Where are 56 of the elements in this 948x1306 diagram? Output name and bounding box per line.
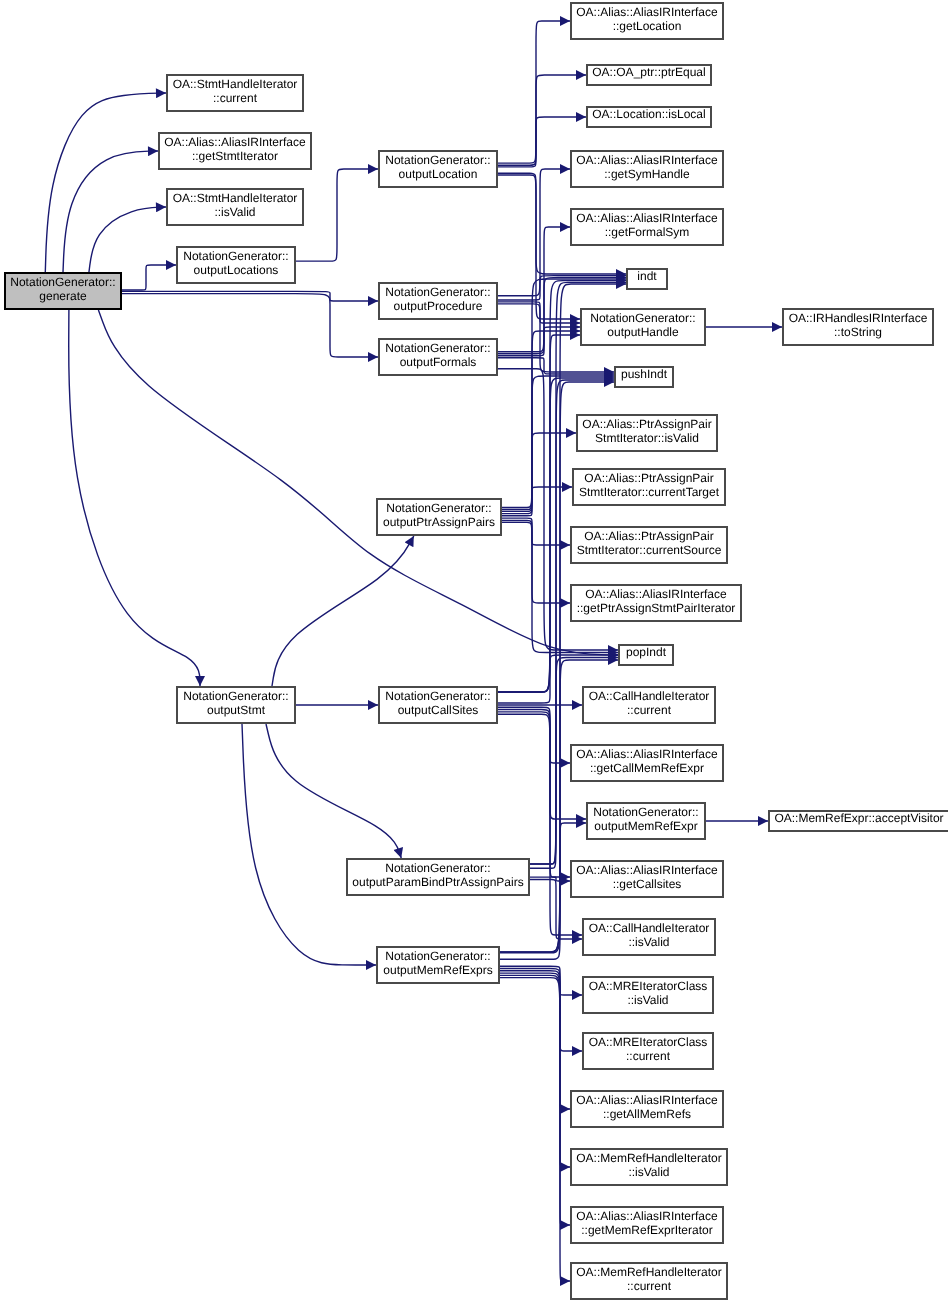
call-arrow	[499, 967, 583, 1056]
call-arrow	[497, 174, 581, 324]
call-arrow	[529, 876, 571, 886]
call-arrow	[501, 521, 619, 658]
call-arrow	[499, 818, 587, 961]
call-arrow	[497, 711, 571, 882]
call-arrow	[497, 708, 587, 824]
call-arrow	[501, 428, 577, 515]
call-arrow	[44, 88, 167, 273]
call-arrow	[241, 723, 377, 970]
call-arrow	[501, 517, 571, 550]
call-arrow	[529, 878, 583, 944]
call-arrow	[497, 373, 615, 693]
call-arrow	[499, 655, 619, 954]
call-arrow	[497, 70, 587, 166]
call-arrow	[497, 164, 571, 297]
call-arrow	[497, 222, 571, 353]
call-arrow	[497, 650, 619, 704]
call-arrow	[497, 700, 583, 710]
call-arrow	[705, 322, 783, 332]
call-arrow	[121, 292, 379, 362]
call-arrow	[497, 272, 627, 355]
call-arrow	[499, 970, 571, 1114]
call-arrow	[501, 274, 627, 509]
call-arrow	[497, 368, 619, 655]
call-arrow	[497, 172, 627, 279]
call-arrow	[499, 965, 583, 1000]
call-arrow	[501, 326, 581, 511]
call-arrow	[497, 16, 571, 164]
call-arrow	[271, 535, 415, 687]
call-arrow	[499, 377, 615, 953]
call-arrow	[497, 706, 571, 768]
call-arrow	[529, 375, 615, 865]
call-arrow	[497, 301, 581, 328]
call-arrow	[265, 723, 404, 859]
call-arrow	[501, 371, 615, 513]
call-arrow	[501, 519, 571, 608]
call-arrow	[497, 713, 583, 940]
call-arrow	[497, 112, 587, 168]
call-arrow	[499, 974, 571, 1230]
call-arrow	[62, 146, 159, 273]
call-arrow	[121, 260, 177, 291]
call-arrow	[529, 652, 619, 869]
call-arrow	[497, 357, 615, 379]
call-arrow	[501, 482, 573, 517]
call-arrow	[121, 290, 379, 306]
call-arrow	[705, 816, 769, 826]
call-arrow	[88, 202, 167, 273]
call-arrow	[295, 164, 379, 262]
call-arrow	[499, 976, 571, 1286]
call-arrow	[497, 270, 627, 301]
call-arrow	[68, 309, 205, 687]
call-arrow	[497, 322, 581, 357]
call-arrow	[295, 700, 379, 710]
call-arrow	[499, 972, 571, 1172]
call-arrow	[497, 303, 615, 377]
